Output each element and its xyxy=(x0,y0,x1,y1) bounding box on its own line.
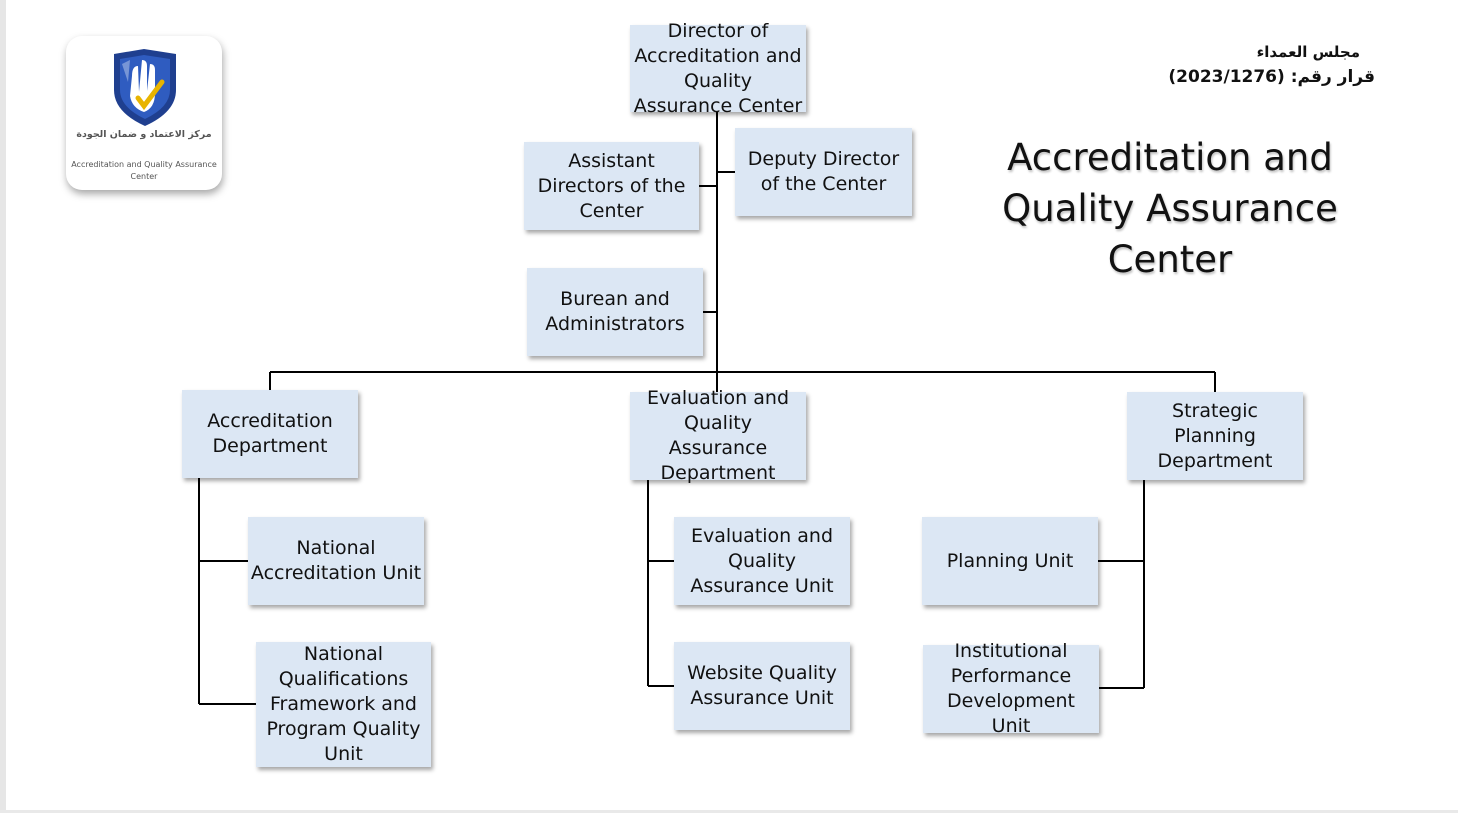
assistant-directors-label: Assistant Directors of the Center xyxy=(537,149,686,222)
evaluation-unit-box: Evaluation and Quality Assurance Unit xyxy=(674,517,850,605)
accreditation-department-box: Accreditation Department xyxy=(182,390,358,478)
page-title: Accreditation and Quality Assurance Cent… xyxy=(1002,136,1338,281)
evaluation-department-box: Evaluation and Quality Assurance Departm… xyxy=(630,387,806,484)
deputy-director-label: Deputy Director of the Center xyxy=(747,148,900,195)
nqf-unit-label: National Qualifications Framework and Pr… xyxy=(266,643,421,765)
accreditation-department-label: Accreditation Department xyxy=(207,410,333,457)
shield-hand-check-icon xyxy=(114,49,176,126)
performance-unit-label: Institutional Performance Development Un… xyxy=(947,640,1075,737)
planning-unit-box: Planning Unit xyxy=(922,517,1098,605)
center-logo: مركز الاعتماد و ضمان الجودة Accreditatio… xyxy=(66,36,222,190)
council-label: مجلس العمداء xyxy=(1256,43,1360,61)
left-edge-strip xyxy=(0,0,6,813)
strategic-planning-department-box: Strategic Planning Department xyxy=(1127,392,1303,480)
assistant-directors-box: Assistant Directors of the Center xyxy=(524,142,699,230)
evaluation-unit-label: Evaluation and Quality Assurance Unit xyxy=(690,524,834,597)
bureau-label: Burean and Administrators xyxy=(545,288,685,335)
national-accreditation-unit-box: National Accreditation Unit xyxy=(248,517,424,605)
logo-arabic-name: مركز الاعتماد و ضمان الجودة xyxy=(76,129,212,140)
nqf-unit-box: National Qualifications Framework and Pr… xyxy=(256,642,431,767)
planning-unit-label: Planning Unit xyxy=(946,549,1074,572)
deputy-director-box: Deputy Director of the Center xyxy=(735,128,912,216)
bureau-box: Burean and Administrators xyxy=(527,268,703,356)
performance-unit-box: Institutional Performance Development Un… xyxy=(923,640,1099,737)
bottom-edge-strip xyxy=(0,810,1458,813)
website-unit-label: Website Quality Assurance Unit xyxy=(687,662,837,709)
strategic-planning-department-label: Strategic Planning Department xyxy=(1157,399,1273,472)
website-unit-box: Website Quality Assurance Unit xyxy=(674,642,850,730)
logo-english-name: Accreditation and Quality Assurance Cent… xyxy=(71,160,217,181)
director-box: Director of Accreditation and Quality As… xyxy=(630,20,806,117)
national-accreditation-unit-label: National Accreditation Unit xyxy=(250,537,422,584)
director-label: Director of Accreditation and Quality As… xyxy=(633,19,803,117)
decision-number: قرار رقم: (2023/1276) xyxy=(1168,67,1375,87)
evaluation-department-label: Evaluation and Quality Assurance Departm… xyxy=(646,387,790,484)
